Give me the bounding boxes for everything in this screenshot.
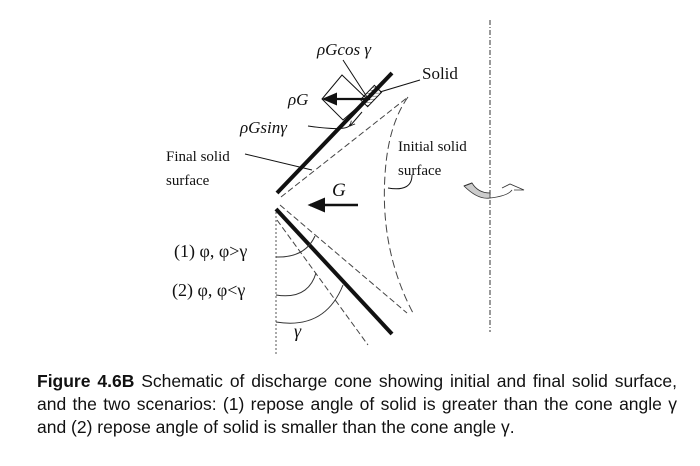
solid-element xyxy=(359,84,383,108)
leader-final xyxy=(244,153,313,171)
angle-arc-2 xyxy=(275,272,317,297)
angle-arc-3 xyxy=(275,284,344,324)
label-final-1: Final solid xyxy=(166,149,230,165)
label-rho-g-sin: ρGsinγ xyxy=(239,118,288,137)
label-final-2: surface xyxy=(166,173,210,189)
label-case-2: (2) φ, φ<γ xyxy=(172,280,245,301)
label-rho-g-cos: ρGcos γ xyxy=(316,40,372,59)
initial-solid-surface xyxy=(383,96,414,314)
dashed-case1 xyxy=(279,204,408,314)
angle-arc-1 xyxy=(275,235,316,258)
leader-solid xyxy=(379,79,421,93)
figure-number: Figure 4.6B xyxy=(37,371,135,391)
leader-initial xyxy=(387,174,413,190)
leader-cos xyxy=(342,59,368,98)
force-parallelogram xyxy=(321,74,368,121)
caption-text: Schematic of discharge cone showing init… xyxy=(37,371,677,437)
figure-caption: Figure 4.6B Schematic of discharge cone … xyxy=(37,370,677,439)
label-initial-2: surface xyxy=(398,163,442,179)
label-solid: Solid xyxy=(422,64,458,83)
final-surface-lower xyxy=(274,207,394,336)
discharge-cone-diagram: ρGcos γ Solid ρG ρGsinγ Final solid surf… xyxy=(166,20,525,356)
label-gamma: γ xyxy=(294,321,302,341)
slope-force-arrow xyxy=(350,111,363,126)
label-rho-g: ρG xyxy=(287,90,308,109)
label-case-1: (1) φ, φ>γ xyxy=(174,241,247,262)
dashed-case2 xyxy=(276,219,369,346)
rotation-arrow-icon xyxy=(463,182,525,199)
label-initial-1: Initial solid xyxy=(398,139,467,155)
leader-sin xyxy=(307,123,351,130)
label-g: G xyxy=(332,180,346,201)
